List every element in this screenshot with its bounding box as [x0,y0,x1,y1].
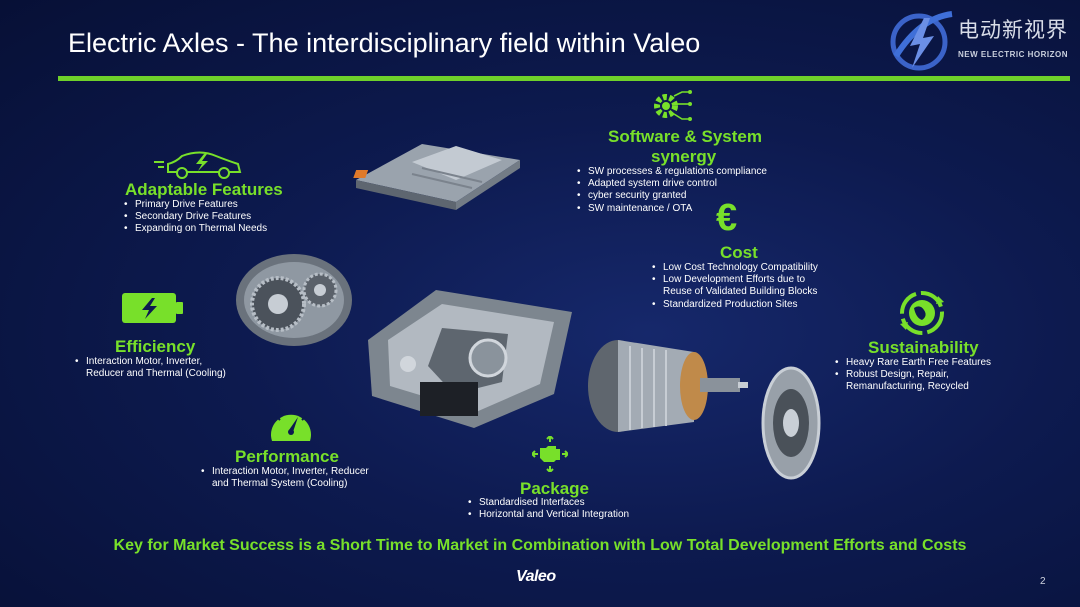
inverter-image [353,144,520,210]
sustainability-bullet: Robust Design, Repair, Remanufacturing, … [835,369,1010,393]
performance-title: Performance [235,447,339,466]
cost-bullet-list: Low Cost Technology Compatibility Low De… [652,262,832,311]
battery-icon [122,293,183,323]
title-divider [58,76,1070,81]
efficiency-title: Efficiency [115,337,196,356]
axle-housing-image [368,290,572,428]
speedometer-icon [271,409,311,441]
package-bullet: Horizontal and Vertical Integration [468,509,668,521]
software-title-line2: synergy [651,147,717,166]
valeo-logo: Valeo [516,568,556,585]
electric-motor-image [588,340,748,432]
software-bullet-list: SW processes & regulations compliance Ad… [577,166,797,215]
cost-bullet: Standardized Production Sites [652,299,832,311]
cost-bullet: Low Development Efforts due to Reuse of … [652,274,832,298]
efficiency-bullet: Interaction Motor, Inverter, Reducer and… [75,356,235,380]
brand-logo: 电动新视界 NEW ELECTRIC HORIZON [886,8,1076,74]
slide-title: Electric Axles - The interdisciplinary f… [68,28,701,58]
sustainability-title: Sustainability [868,338,979,357]
efficiency-bullet-list: Interaction Motor, Inverter, Reducer and… [75,356,235,380]
adaptable-title: Adaptable Features [125,180,283,199]
sustainability-bullet-list: Heavy Rare Earth Free Features Robust De… [835,357,1010,394]
logo-chinese-text: 电动新视界 [958,19,1068,42]
electric-car-icon [154,151,242,179]
logo-english-text: NEW ELECTRIC HORIZON [958,50,1068,59]
recycle-globe-icon [900,291,944,335]
performance-bullet-list: Interaction Motor, Inverter, Reducer and… [201,466,386,490]
adaptable-bullet-list: Primary Drive Features Secondary Drive F… [124,199,324,236]
performance-bullet: Interaction Motor, Inverter, Reducer and… [201,466,386,490]
adaptable-bullet: Expanding on Thermal Needs [124,223,324,235]
cost-title: Cost [720,243,758,262]
gear-circuit-icon [654,90,692,121]
package-title: Package [520,479,589,498]
gear-reducer-image [236,254,352,346]
package-bullet-list: Standardised Interfaces Horizontal and V… [468,497,668,522]
sustainability-bullet: Heavy Rare Earth Free Features [835,357,1010,369]
page-number: 2 [1040,576,1046,587]
cost-bullet: Low Cost Technology Compatibility [652,262,832,274]
software-bullet: SW maintenance / OTA [577,203,797,215]
software-title-line1: Software & System [608,127,762,146]
lightning-globe-icon [890,11,953,71]
engine-chip-icon [532,436,568,472]
package-bullet: Standardised Interfaces [468,497,668,509]
key-message: Key for Market Success is a Short Time t… [113,537,967,554]
software-bullet: cyber security granted [577,190,797,202]
software-bullet: SW processes & regulations compliance [577,166,797,178]
end-cover-image [761,366,821,480]
adaptable-bullet: Secondary Drive Features [124,211,324,223]
adaptable-bullet: Primary Drive Features [124,199,324,211]
software-bullet: Adapted system drive control [577,178,797,190]
euro-icon: € [716,197,738,239]
